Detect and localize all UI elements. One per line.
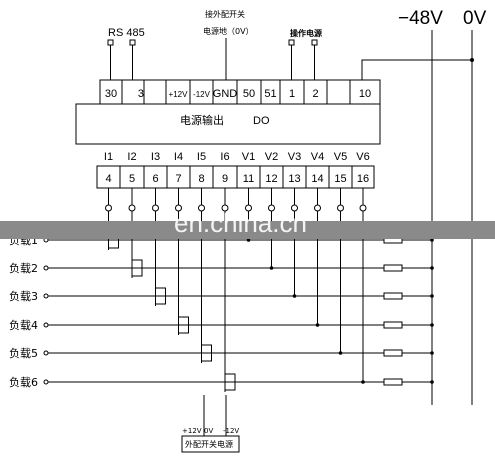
top-terminal-num: 50: [243, 88, 255, 100]
bottom-terminal-label: V2: [265, 151, 278, 163]
watermark-band: [0, 221, 495, 239]
bottom-terminal-label: I2: [127, 151, 136, 163]
load-label-3: 负载3: [9, 289, 38, 303]
top-terminal-num: 1: [289, 88, 295, 100]
top-terminal-num: 51: [264, 88, 276, 100]
ext-power-label-neg: -12V: [223, 427, 239, 435]
rs485-label: RS 485: [108, 27, 145, 39]
bottom-terminal-label: V1: [242, 151, 255, 163]
bottom-terminal-block: I1 4 I2 5 I3 6 I4 7 I5 8 I6 9 V1 11 V2 12 V3 13 V4 14 V5 15 V6…: [96, 151, 375, 212]
top-terminal-num: 2: [312, 88, 318, 100]
top-terminal-num: GND: [213, 88, 238, 100]
top-terminal-num: 30: [105, 88, 117, 100]
bottom-terminal-num: 6: [152, 173, 158, 185]
ext-power-box-title: 外配开关电源: [185, 439, 233, 449]
bottom-terminal-label: V3: [288, 151, 301, 163]
bottom-terminal-label: I6: [220, 151, 229, 163]
top-terminal-10: [326, 79, 351, 105]
bottom-terminal-label: I5: [197, 151, 206, 163]
bottom-terminal-num: 8: [198, 173, 204, 185]
power-rails: [361, 30, 474, 405]
rail-zero-label: 0V: [463, 8, 487, 29]
top-terminal-5: [212, 79, 238, 105]
rail-neg48-label: −48V: [398, 8, 443, 29]
bottom-terminal-num: 4: [105, 173, 111, 185]
bottom-terminal-num: 7: [175, 173, 181, 185]
ext-switch-label-2: 电源地（0V）: [203, 26, 254, 36]
ext-switch-label-1: 接外配开关: [205, 9, 245, 19]
load-label-2: 负载2: [9, 261, 38, 275]
load-label-4: 负载4: [9, 318, 38, 332]
bottom-terminal-label: I3: [151, 151, 160, 163]
top-terminal-num: -12V: [193, 90, 211, 99]
bottom-terminal-num: 9: [222, 173, 228, 185]
do-label: DO: [253, 115, 270, 127]
bottom-terminal-label: V6: [356, 151, 369, 163]
bottom-terminal-num: 11: [243, 173, 254, 185]
load-label-6: 负载6: [9, 375, 38, 389]
power-output-label: 电源输出: [180, 113, 224, 127]
watermark-text: en.china.cn: [174, 208, 307, 238]
external-power-box: +12V 0V -12V 外配开关电源: [181, 427, 240, 453]
bottom-terminal-num: 13: [288, 173, 300, 185]
bottom-terminal-label: I1: [104, 151, 113, 163]
bottom-terminal-num: 5: [129, 173, 135, 185]
working-power-label: 操作电源: [290, 28, 322, 38]
bottom-terminal-label: V4: [311, 151, 324, 163]
bottom-terminal-num: 12: [265, 173, 277, 185]
bottom-terminal-num: 14: [311, 173, 323, 185]
top-terminal-3: [165, 79, 191, 105]
bottom-terminal-num: 16: [357, 173, 369, 185]
load-label-5: 负载5: [9, 346, 38, 360]
top-terminal-11: [349, 79, 381, 105]
ext-power-label-zero: 0V: [204, 427, 213, 435]
bottom-terminal-label: I4: [174, 151, 183, 163]
top-terminal-num: 10: [359, 88, 371, 100]
top-connectors: [107, 38, 318, 80]
bottom-terminal-label: V5: [334, 151, 347, 163]
bottom-terminal-num: 15: [334, 173, 346, 185]
ext-power-label-pos: +12V: [182, 427, 202, 435]
top-terminal-6: [236, 79, 262, 105]
meter-module: [75, 103, 381, 145]
top-terminal-gap: [143, 79, 167, 105]
top-terminal-num: +12V: [169, 90, 189, 99]
